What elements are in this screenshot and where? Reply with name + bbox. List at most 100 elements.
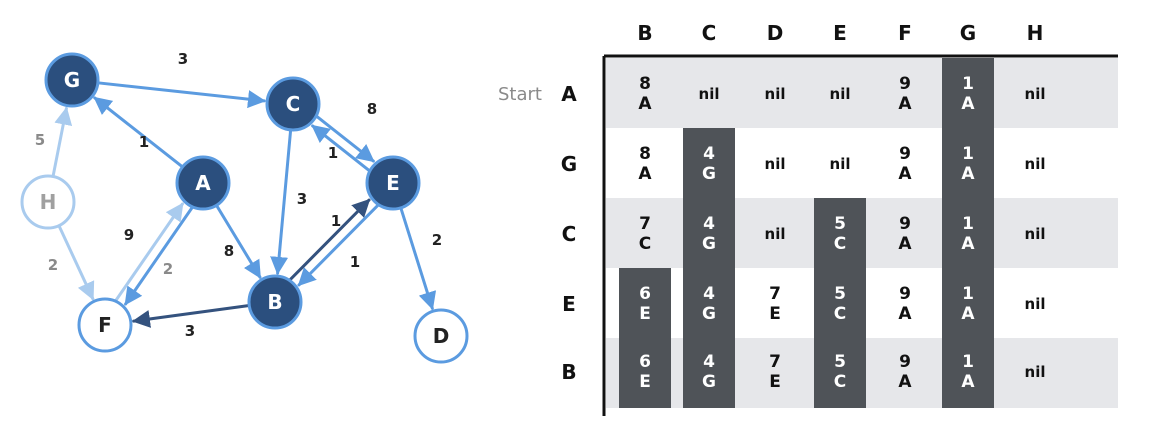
node-label: G (64, 68, 80, 92)
cell-distance: 8 (639, 74, 651, 94)
node-label: E (386, 171, 400, 195)
finalized-cell (942, 268, 994, 338)
cell-distance: 9 (899, 74, 911, 94)
cell-distance: 1 (962, 214, 974, 234)
cell-predecessor: E (769, 304, 781, 324)
node-b: B (247, 274, 303, 330)
table-cell: nil (699, 85, 720, 103)
column-header-f: F (898, 21, 912, 45)
cell-distance: 1 (962, 352, 974, 372)
cell-predecessor: A (961, 94, 975, 114)
edge-e-c (311, 124, 371, 173)
table-cell: 5C (834, 284, 846, 324)
cell-predecessor: E (639, 372, 651, 392)
node-label: A (195, 171, 211, 195)
table-cell: 6E (639, 352, 651, 392)
row-header-a: A (561, 82, 577, 106)
cell-distance: 1 (962, 284, 974, 304)
node-circle (247, 274, 303, 330)
edge-weight-c-e: 1 (328, 144, 338, 162)
cell-value: nil (830, 155, 851, 173)
cell-predecessor: A (961, 164, 975, 184)
cell-distance: 4 (703, 144, 715, 164)
cell-predecessor: C (834, 304, 846, 324)
cell-value: nil (1025, 225, 1046, 243)
finalized-cell (814, 338, 866, 408)
node-label: B (267, 290, 282, 314)
cell-value: nil (765, 85, 786, 103)
edge-f-a (114, 202, 184, 303)
start-label: Start (498, 84, 542, 105)
cell-predecessor: C (639, 234, 651, 254)
cell-distance: 7 (639, 214, 651, 234)
column-header-g: G (960, 21, 976, 45)
cell-distance: 6 (639, 284, 651, 304)
finalized-cell (683, 268, 735, 338)
table-cell: nil (1025, 363, 1046, 381)
edge-weight-f-a: 2 (163, 260, 173, 278)
column-header-h: H (1027, 21, 1044, 45)
table-cell: nil (1025, 295, 1046, 313)
cell-predecessor: A (898, 304, 912, 324)
node-label: F (98, 313, 112, 337)
table-cell: 5C (834, 214, 846, 254)
table-cell: 8A (638, 144, 652, 184)
table-cell: 4G (702, 352, 716, 392)
edge-weight-a-b: 8 (224, 242, 234, 260)
column-header-e: E (833, 21, 847, 45)
node-circle (77, 297, 133, 353)
edge-h-f (57, 224, 95, 301)
edge-weight-g-c: 3 (178, 50, 188, 68)
finalized-cell (942, 338, 994, 408)
cell-predecessor: A (898, 372, 912, 392)
cell-distance: 5 (834, 284, 846, 304)
node-label: C (286, 92, 301, 116)
cell-distance: 5 (834, 352, 846, 372)
cell-value: nil (765, 155, 786, 173)
table-cell: 6E (639, 284, 651, 324)
cell-predecessor: A (638, 94, 652, 114)
edge-weight-e-b: 1 (331, 212, 341, 230)
table-cell: nil (765, 85, 786, 103)
table-cell: nil (765, 225, 786, 243)
table-cell: 9A (898, 352, 912, 392)
cell-value: nil (1025, 363, 1046, 381)
cell-distance: 6 (639, 352, 651, 372)
edge-weight-b-f: 3 (185, 322, 195, 340)
finalized-cell (619, 338, 671, 408)
cell-value: nil (765, 225, 786, 243)
column-header-b: B (637, 21, 652, 45)
cell-value: nil (1025, 155, 1046, 173)
cell-value: nil (830, 85, 851, 103)
cell-predecessor: A (961, 372, 975, 392)
table-cell: 7E (769, 352, 781, 392)
cell-predecessor: E (769, 372, 781, 392)
edge-a-b (214, 203, 262, 279)
row-band (606, 338, 1118, 408)
node-label: D (433, 324, 450, 348)
node-c: C (265, 76, 321, 132)
edge-weight-h-f: 2 (48, 256, 58, 274)
cell-predecessor: A (898, 164, 912, 184)
cell-predecessor: G (702, 234, 716, 254)
cell-value: nil (1025, 85, 1046, 103)
cell-distance: 1 (962, 144, 974, 164)
table-cell: 9A (898, 74, 912, 114)
finalized-cell (814, 268, 866, 338)
finalized-cell (683, 198, 735, 268)
cell-distance: 7 (769, 284, 781, 304)
cell-value: nil (699, 85, 720, 103)
finalized-cell (683, 338, 735, 408)
column-header-c: C (702, 21, 717, 45)
table-cell: 9A (898, 144, 912, 184)
edge-e-b (297, 203, 380, 287)
table-cell: 7C (639, 214, 651, 254)
cell-distance: 9 (899, 144, 911, 164)
table-cell: 5C (834, 352, 846, 392)
table-cell: 4G (702, 144, 716, 184)
node-circle (44, 52, 100, 108)
table-cell: 4G (702, 284, 716, 324)
cell-distance: 4 (703, 284, 715, 304)
edge-h-g (51, 106, 73, 178)
